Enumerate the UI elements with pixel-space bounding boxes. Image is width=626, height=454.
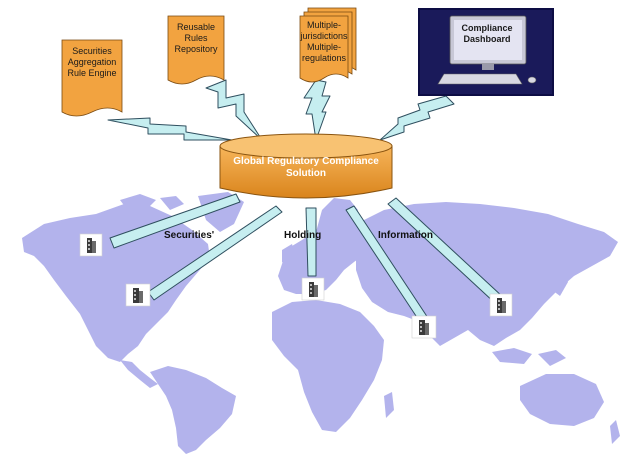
site-beams [109,193,505,323]
beam-north-america-east [147,205,283,301]
building-icon [79,233,103,257]
jurisdictions-label: Multiple- jurisdictions Multiple- regula… [298,20,350,64]
new-zealand-shape [610,420,620,444]
hub-cylinder [219,133,393,199]
jurisdictions-document-stack [299,15,349,83]
label-line: Multiple- [306,20,341,30]
documents [61,7,357,117]
information-word: Information [378,230,433,241]
computer-icon [418,8,554,96]
label-line: Aggregation [67,57,117,67]
dashboard-title-line: Compliance [461,23,513,33]
dashboard-label: Compliance Dashboard [452,23,522,45]
label-line: Securities [72,46,112,56]
label-line: Repository [174,44,218,54]
label-line: regulations [301,53,347,63]
label-line: Rules [184,33,208,43]
building-icon [125,283,151,307]
south-america-shape [150,366,236,454]
dashboard-title-line: Dashboard [463,34,511,44]
australia-shape [520,374,604,426]
building-icon [411,315,437,339]
hub-title-line: Global Regulatory Compliance [233,156,379,167]
link-bolts [107,79,455,141]
scandinavia-shape [316,198,358,236]
africa-shape [272,300,384,432]
europe-shape [278,220,376,294]
label-line: Multiple- [306,42,341,52]
label-line: Reusable [176,22,216,32]
madagascar-shape [384,392,394,418]
lightning-bolt-icon [205,79,263,141]
arctic-islands-shape [120,194,156,210]
japan-shape [552,270,568,296]
british-isles-shape [282,244,296,268]
southeast-asia-islands-shape [492,348,532,364]
rules-repository-label: Reusable Rules Repository [168,22,224,55]
securities-engine-label: Securities Aggregation Rule Engine [62,46,122,79]
lightning-bolt-icon [303,79,331,141]
label-line: Rule Engine [67,68,117,78]
lightning-bolt-icon [379,95,455,141]
label-line: jurisdictions [300,31,348,41]
building-icon [489,293,513,317]
securities-word: Securities' [164,230,215,241]
central-america-shape [120,360,158,388]
holding-word: Holding [284,230,322,241]
securities-engine-document [61,39,123,117]
site-buildings [79,233,513,339]
rules-repository-document [167,15,225,85]
lightning-bolt-icon [107,117,233,141]
beam-north-america-west [109,193,241,249]
hub-title-line: Solution [286,168,326,179]
hub-label: Global Regulatory Compliance Solution [222,156,390,180]
building-icon [301,277,325,301]
beam-europe [305,207,317,277]
north-america-shape [22,204,210,362]
